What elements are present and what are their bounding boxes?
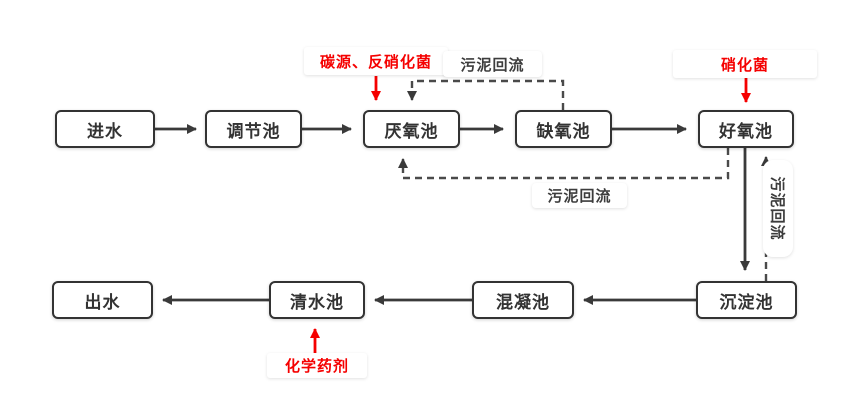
node-anaerobic-tank: 厌氧池 bbox=[363, 110, 460, 148]
annotation-carbon-source-denitrifying-bacteria: 碳源、反硝化菌 bbox=[304, 47, 448, 75]
node-aerobic-tank: 好氧池 bbox=[698, 110, 794, 148]
dashed-arrow-aerobic-to-anaerobic-bottom bbox=[398, 148, 730, 180]
label-sludge-return-top: 污泥回流 bbox=[443, 51, 542, 77]
node-coagulation-tank: 混凝池 bbox=[472, 281, 574, 319]
node-regulating-tank: 调节池 bbox=[205, 110, 302, 148]
node-inlet: 进水 bbox=[55, 110, 155, 148]
label-sludge-return-right: 污泥回流 bbox=[763, 160, 793, 257]
node-anoxic-tank: 缺氧池 bbox=[515, 110, 612, 148]
dashed-arrow-anoxic-to-anaerobic-top bbox=[407, 79, 565, 110]
node-outlet: 出水 bbox=[52, 281, 153, 319]
label-sludge-return-mid: 污泥回流 bbox=[532, 183, 627, 208]
node-clean-water-tank: 清水池 bbox=[269, 281, 365, 319]
node-sedimentation-tank: 沉淀池 bbox=[696, 281, 797, 319]
label-sludge-return-right-text: 污泥回流 bbox=[768, 176, 786, 241]
annotation-chemical-agent: 化学药剂 bbox=[267, 353, 367, 378]
annotation-nitrifying-bacteria: 硝化菌 bbox=[673, 50, 817, 78]
